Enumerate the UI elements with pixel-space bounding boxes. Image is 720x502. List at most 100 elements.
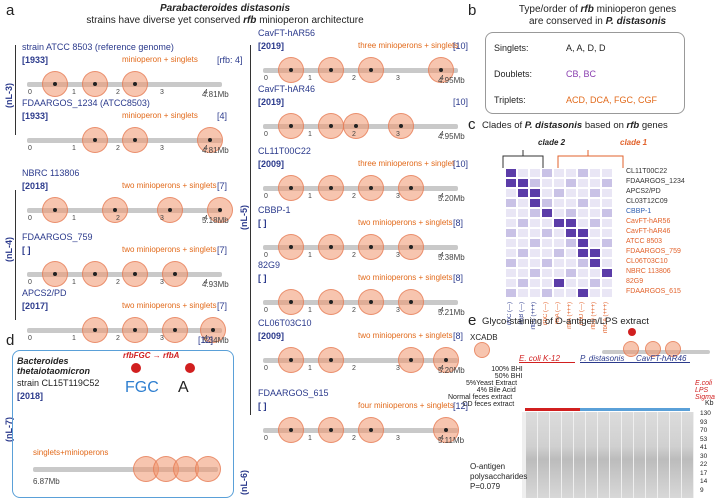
group-bracket (15, 190, 16, 320)
axis-tick: 4 (440, 252, 444, 259)
gene-dot (168, 208, 172, 212)
heatmap-cell (517, 168, 529, 178)
axis-tick: 3 (160, 215, 164, 222)
strain-name: FDAARGOS_615 (258, 388, 329, 398)
heatmap-cell (541, 218, 553, 228)
axis-tick: 0 (28, 215, 32, 222)
panel-a-title-gene: rfb (243, 15, 257, 26)
strain-architecture: two minioperons + singlets (358, 218, 453, 227)
gene-dot (289, 186, 293, 190)
axis-tick: 1 (308, 75, 312, 82)
heatmap-cell (589, 208, 601, 218)
kb-tick: 22 (700, 461, 708, 468)
axis-tick: 1 (308, 435, 312, 442)
strain-year: [2019] (258, 97, 285, 107)
heatmap-cell (601, 268, 613, 278)
gene-circle (197, 127, 223, 153)
strain-architecture: three minioperons + singlets (358, 41, 459, 50)
heatmap-cell (553, 168, 565, 178)
panel-d-arch: singlets+minioperons (33, 448, 109, 457)
axis-tick: 1 (72, 89, 76, 96)
strain-ref: [7] (217, 181, 228, 191)
group-pdist: P. distasonis (580, 354, 625, 363)
heatmap-cell (529, 198, 541, 208)
axis-tick: 3 (160, 89, 164, 96)
heatmap-cell (517, 178, 529, 188)
strain-size: 5.21Mb (438, 308, 465, 317)
heatmap-cell (565, 228, 577, 238)
gel-lane (598, 412, 609, 498)
gene-circle (278, 347, 304, 373)
gene-dot (369, 428, 373, 432)
heatmap-cell (505, 238, 517, 248)
heatmap-cell (601, 278, 613, 288)
gene-dot (211, 328, 215, 332)
heatmap-cell (565, 208, 577, 218)
gene-circle (82, 261, 108, 287)
condition-label: 50% BHI (494, 373, 523, 380)
strain-name: 82G9 (258, 260, 281, 270)
panel-b-title-2: minioperon genes (596, 4, 677, 15)
gel-lane (610, 412, 621, 498)
gene-circle (645, 341, 661, 357)
strain-track: FDAARGOS_759[ ]two minioperons + singlet… (22, 232, 247, 292)
gene-dot (399, 124, 403, 128)
gene-dot (289, 68, 293, 72)
panel-a-title-end: minioperon architecture (259, 15, 364, 26)
legend-label: E.coli (695, 380, 713, 387)
gene-circle (195, 456, 221, 482)
gene-circle (398, 289, 424, 315)
heatmap-cell (517, 218, 529, 228)
heatmap-cell (553, 258, 565, 268)
strain-name: CBBP-1 (258, 205, 291, 215)
clade-heatmap (505, 168, 615, 298)
red-dot-icon (628, 328, 636, 336)
strain-ref: [8] (453, 273, 464, 283)
heatmap-cell (505, 228, 517, 238)
heatmap-cell (577, 168, 589, 178)
axis-tick: 2 (116, 215, 120, 222)
strain-name: CL11T00C22 (258, 146, 311, 156)
condition-label: Normal feces extract (448, 394, 513, 401)
axis-tick: 3 (396, 193, 400, 200)
heatmap-cell (553, 228, 565, 238)
gene-dot (289, 300, 293, 304)
strain-ref: [8] (453, 331, 464, 341)
heatmap-cell (529, 218, 541, 228)
heatmap-cell (577, 208, 589, 218)
strain-ref: [rfb: 4] (217, 55, 243, 65)
strain-size: 5.18Mb (202, 216, 229, 225)
group-bracket (15, 45, 16, 135)
strain-name: strain ATCC 8503 (reference genome) (22, 42, 174, 52)
condition-label: 5%Yeast Extract (466, 380, 518, 387)
strain-year: [2009] (258, 159, 285, 169)
gene-dot (218, 208, 222, 212)
strain-year: [ ] (258, 273, 267, 283)
heatmap-cell (505, 248, 517, 258)
axis-tick: 2 (116, 145, 120, 152)
strain-ref: [7] (217, 245, 228, 255)
heatmap-cell (565, 178, 577, 188)
condition-label: 100% BHI (491, 366, 523, 373)
axis-tick: 4 (440, 75, 444, 82)
strain-size: 5.11Mb (438, 436, 465, 445)
heatmap-cell (517, 278, 529, 288)
heatmap-cell (505, 188, 517, 198)
axis-tick: 0 (264, 435, 268, 442)
strain-architecture: four minioperons + singlets (358, 401, 454, 410)
panel-d-letter: d (6, 332, 15, 349)
heatmap-cell (505, 178, 517, 188)
strain-track: strain ATCC 8503 (reference genome)[1933… (22, 42, 247, 102)
gene-dot (329, 428, 333, 432)
clade2-label: clade 2 (538, 138, 566, 147)
gene-dot (289, 245, 293, 249)
gene-dot (289, 124, 293, 128)
gene-circle (358, 175, 384, 201)
gene-dot (439, 68, 443, 72)
heatmap-cell (529, 268, 541, 278)
gene-dot (369, 68, 373, 72)
legend-label: Sigma (695, 394, 715, 401)
singlets-label: Singlets: (494, 43, 529, 53)
gene-circle (122, 127, 148, 153)
